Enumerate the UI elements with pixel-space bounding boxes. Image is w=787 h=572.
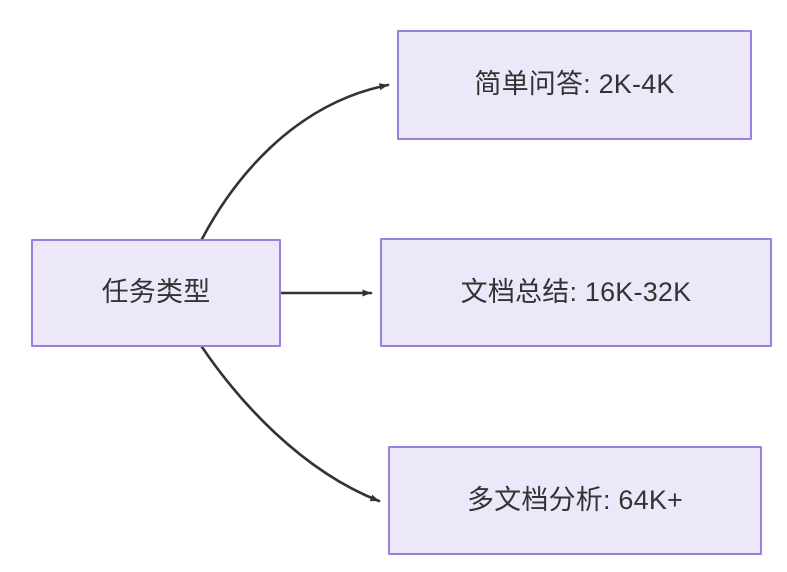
edge-root-to-simple-qa <box>200 83 390 241</box>
node-multi-doc-analysis[interactable]: 多文档分析: 64K+ <box>388 446 762 555</box>
node-simple-qa-label: 简单问答: 2K-4K <box>474 69 675 100</box>
edge-root-to-multi-doc <box>200 345 381 503</box>
node-doc-summary[interactable]: 文档总结: 16K-32K <box>380 238 772 347</box>
node-doc-summary-label: 文档总结: 16K-32K <box>460 276 692 307</box>
node-task-type[interactable]: 任务类型 <box>31 239 281 347</box>
node-simple-qa[interactable]: 简单问答: 2K-4K <box>397 30 752 140</box>
node-task-type-label: 任务类型 <box>101 277 211 308</box>
node-multi-doc-analysis-label: 多文档分析: 64K+ <box>466 484 683 515</box>
